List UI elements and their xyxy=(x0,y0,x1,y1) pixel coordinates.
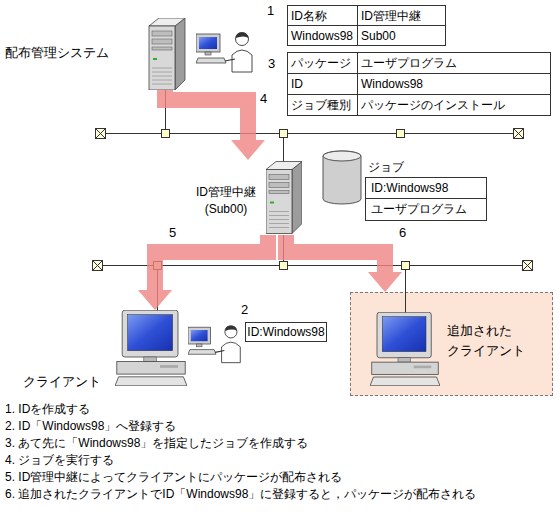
terminator xyxy=(93,261,103,271)
terminator xyxy=(93,261,103,271)
network-wire xyxy=(283,235,284,265)
callout-number: 2 xyxy=(241,303,248,317)
step-note: 1. IDを作成する xyxy=(5,402,90,416)
server-icon xyxy=(266,162,302,234)
terminator xyxy=(514,129,524,139)
network-junction xyxy=(280,130,288,138)
operator-icon xyxy=(196,32,252,72)
node-text: 配布管理システム xyxy=(5,45,109,61)
terminator xyxy=(514,129,524,139)
network-wire xyxy=(405,265,406,313)
table-cell: ジョブ種別 xyxy=(291,98,351,112)
step-note: 4. ジョブを実行する xyxy=(5,453,114,467)
node-text: ID管理中継 (Sub00) xyxy=(188,184,264,218)
step-note: 2. ID「Windows98」へ登録する xyxy=(5,419,176,433)
operator-icon xyxy=(188,326,240,363)
terminator xyxy=(96,129,106,139)
table-cell: ユーザプログラム xyxy=(361,56,457,70)
step-number: 5 xyxy=(169,226,176,240)
network-wire xyxy=(157,265,158,311)
added-client-area: 追加された クライアント xyxy=(350,292,553,396)
job-record: ID:Windows98ユーザプログラム xyxy=(365,177,487,221)
arrow-band xyxy=(165,90,248,140)
client-pc: クライアント xyxy=(115,310,187,386)
client-pc-icon xyxy=(370,312,440,386)
id-entry-box: ID:Windows98 xyxy=(245,322,327,342)
terminator xyxy=(523,261,533,271)
network-wire xyxy=(165,90,166,133)
table-grid xyxy=(288,53,551,116)
table-cell: Sub00 xyxy=(361,29,396,43)
terminator xyxy=(523,261,533,271)
table-cell: パッケージ xyxy=(291,56,351,70)
step-number: 4 xyxy=(260,92,267,106)
step-note: 5. ID管理中継によってクライアントにパッケージが配布される xyxy=(5,470,342,484)
terminator xyxy=(514,129,524,139)
table-grid xyxy=(288,6,446,46)
network-junction xyxy=(397,130,405,138)
node-text: ユーザプログラム xyxy=(366,199,486,220)
network-line xyxy=(100,133,518,134)
node-text: クライアント xyxy=(23,374,101,390)
network-junction xyxy=(162,130,170,138)
network-line xyxy=(97,265,527,266)
callout-number: 3 xyxy=(268,57,275,71)
step-note: 3. あて先に「Windows98」を指定したジョブを作成する xyxy=(5,436,308,450)
terminator xyxy=(93,261,103,271)
table-cell: ID名称 xyxy=(291,9,327,23)
package-table xyxy=(288,53,551,116)
network-wire xyxy=(283,133,284,162)
network-junction xyxy=(402,262,410,270)
client-pc-icon xyxy=(115,310,187,386)
table-cell: ID管理中継 xyxy=(361,9,421,23)
table-cell: パッケージのインストール xyxy=(361,98,505,112)
terminator xyxy=(96,129,106,139)
table-cell: Windows98 xyxy=(291,29,353,43)
arrow-head xyxy=(368,272,402,292)
database-cylinder xyxy=(322,150,362,205)
terminator xyxy=(523,261,533,271)
node-text: 追加された クライアント xyxy=(447,321,525,361)
arrow-band xyxy=(155,235,268,290)
network-junction xyxy=(154,262,162,270)
step-number: 6 xyxy=(399,226,406,240)
relay-server: ID管理中継 (Sub00) xyxy=(188,160,302,235)
callout-number: 1 xyxy=(267,4,274,18)
delivery-arrow xyxy=(138,235,268,310)
network-junction xyxy=(280,262,288,270)
server-icon xyxy=(149,18,185,90)
node-text: ID:Windows98 xyxy=(366,178,486,199)
terminator xyxy=(96,129,106,139)
id-table xyxy=(288,6,446,46)
arrow-head xyxy=(231,140,265,160)
delivery-arrow xyxy=(165,90,265,160)
table-cell: ID xyxy=(291,77,303,91)
node-text: ID:Windows98 xyxy=(246,323,326,341)
table-cell: Windows98 xyxy=(361,77,423,91)
arrow-band xyxy=(286,235,385,272)
step-note: 6. 追加されたクライアントでID「Windows98」に登録すると，パッケージ… xyxy=(5,487,476,501)
delivery-arrow xyxy=(286,235,402,292)
job-database: ジョブ xyxy=(322,150,362,205)
node-text: ジョブ xyxy=(368,159,404,175)
cylinder-top xyxy=(323,151,361,161)
distribution-server: 配布管理システム xyxy=(148,18,186,90)
arrow-head xyxy=(138,290,172,310)
cylinder-body xyxy=(323,151,361,204)
